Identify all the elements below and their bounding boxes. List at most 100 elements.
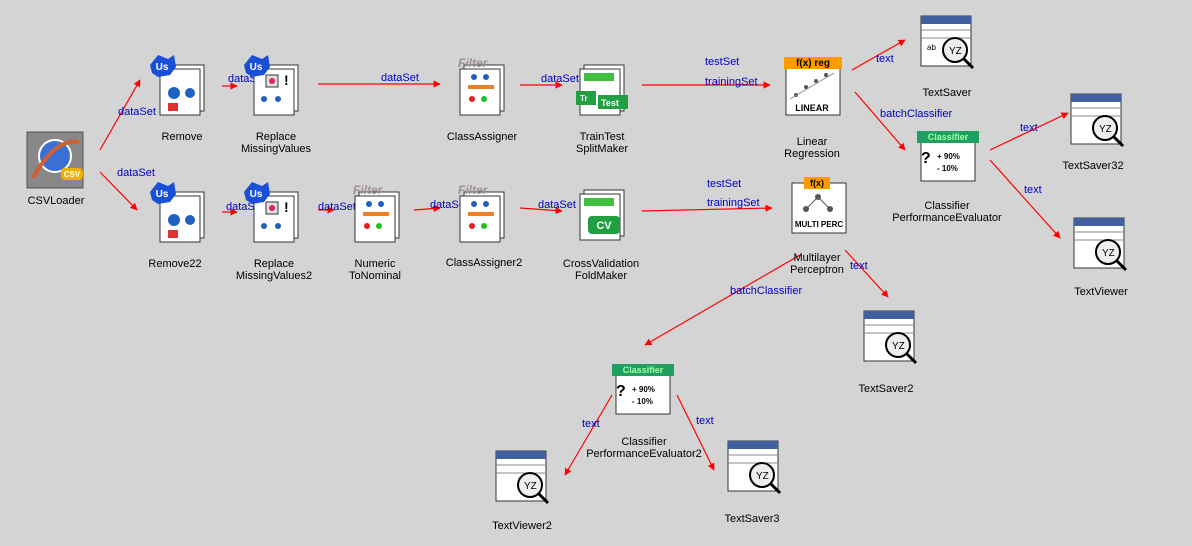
- svg-text:Us: Us: [156, 62, 169, 73]
- svg-text:YZ: YZ: [756, 471, 769, 482]
- svg-text:ab: ab: [927, 43, 936, 52]
- svg-text:YZ: YZ: [1099, 124, 1112, 135]
- svg-text:YZ: YZ: [524, 481, 537, 492]
- text-saver-icon: YZ: [1070, 93, 1125, 148]
- text-saver-node[interactable]: YZ: [858, 305, 922, 369]
- remove-node[interactable]: Us: [150, 55, 214, 119]
- node-label: TextViewer2: [492, 520, 552, 532]
- svg-text:f(x) reg: f(x) reg: [796, 58, 830, 69]
- numeric-to-nominal-node[interactable]: Filter: [345, 182, 409, 246]
- node-label: TextSaver3: [724, 513, 780, 525]
- remove-node[interactable]: Us: [150, 182, 214, 246]
- linear-regression-icon: f(x) reg LINEAR: [784, 57, 842, 116]
- csv-loader-node[interactable]: CSV: [23, 128, 87, 192]
- svg-text:+ 90%: + 90%: [937, 152, 960, 161]
- svg-text:CSV: CSV: [64, 170, 81, 179]
- svg-text:- 10%: - 10%: [937, 164, 958, 173]
- cross-validation-node[interactable]: CV: [570, 180, 634, 244]
- text-viewer-node[interactable]: YZ: [490, 445, 554, 509]
- node-label: Remove: [161, 131, 203, 143]
- svg-text:LINEAR: LINEAR: [795, 103, 829, 113]
- svg-text:?: ?: [616, 383, 626, 400]
- remove-filter-icon: Us: [150, 55, 205, 116]
- edge-label: testSet: [705, 56, 740, 68]
- svg-text:Us: Us: [250, 62, 263, 73]
- svg-text:Filter: Filter: [458, 183, 489, 197]
- edge-label: dataSet: [318, 201, 356, 213]
- svg-text:- 10%: - 10%: [632, 397, 653, 406]
- replace-missing-node[interactable]: ! Us: [244, 55, 308, 119]
- edge-label: dataSet: [381, 72, 419, 84]
- svg-text:Us: Us: [250, 189, 263, 200]
- node-label: Classifier PerformanceEvaluator2: [586, 436, 702, 460]
- node-label: TrainTest SplitMaker: [576, 131, 628, 155]
- edge-classassigner2-crossval: [519, 206, 563, 215]
- node-label: ClassAssigner: [446, 131, 518, 143]
- text-saver-icon: ab YZ: [920, 15, 975, 70]
- svg-text:Filter: Filter: [458, 56, 489, 70]
- node-label: TextSaver32: [1062, 160, 1124, 172]
- classifier-evaluator-node[interactable]: Classifier ? + 90% - 10%: [610, 358, 674, 422]
- cross-validation-icon: CV: [579, 189, 625, 241]
- classifier-evaluator-node[interactable]: Classifier ? + 90% - 10%: [915, 125, 979, 189]
- edge-label: dataSet: [430, 199, 468, 211]
- svg-text:YZ: YZ: [949, 46, 962, 57]
- node-label: Remove22: [148, 258, 202, 270]
- classifier-evaluator-icon: Classifier ? + 90% - 10%: [917, 131, 979, 182]
- edge-label: batchClassifier: [880, 108, 953, 120]
- edge-label: dataSet: [541, 73, 579, 85]
- svg-text:Tr: Tr: [580, 94, 588, 103]
- edge-label: dataSet: [118, 106, 156, 118]
- csv-loader-icon: CSV: [26, 131, 84, 189]
- train-test-icon: Tr Test: [576, 64, 628, 116]
- filter-icon: Filter: [458, 56, 505, 116]
- node-label: TextViewer: [1074, 286, 1128, 298]
- edge-linreg-cpe: [854, 91, 906, 151]
- text-saver-node[interactable]: ab YZ: [915, 10, 979, 74]
- edge-cpe-textviewer: [989, 159, 1061, 239]
- text-saver-node[interactable]: YZ: [722, 435, 786, 499]
- class-assigner-node[interactable]: Filter: [450, 182, 514, 246]
- node-label: Numeric ToNominal: [349, 258, 401, 282]
- edge-label: text: [876, 53, 894, 65]
- edge-label: trainingSet: [705, 76, 758, 88]
- edge-label: text: [1024, 184, 1042, 196]
- node-label: Replace MissingValues: [240, 131, 312, 155]
- edge-cpe2-textviewer2: [564, 394, 613, 476]
- replace-missing-node[interactable]: ! Us: [244, 182, 308, 246]
- train-test-node[interactable]: Tr Test: [570, 55, 634, 119]
- node-label: CSVLoader: [27, 195, 85, 207]
- edge-label: text: [582, 418, 600, 430]
- node-label: TextSaver: [922, 87, 972, 99]
- node-label: TextSaver2: [858, 383, 914, 395]
- edge-csv-remove22: [99, 171, 138, 211]
- edge-label: trainingSet: [707, 197, 760, 209]
- node-label: Linear Regression: [784, 136, 840, 160]
- edge-linreg-textsaver: [851, 39, 906, 71]
- svg-text:Classifier: Classifier: [928, 132, 969, 142]
- edge-label: text: [1020, 122, 1038, 134]
- svg-text:!: !: [284, 199, 289, 215]
- multilayer-perceptron-icon: f(x) MULTI PERC: [791, 177, 847, 234]
- remove-filter-icon: Us: [150, 182, 205, 243]
- edge-cpe-textsaver32: [989, 112, 1069, 151]
- text-saver-node[interactable]: YZ: [1065, 88, 1129, 152]
- replace-missing-icon: ! Us: [244, 55, 299, 116]
- multilayer-perceptron-node[interactable]: f(x) MULTI PERC: [786, 175, 850, 239]
- text-viewer-icon: YZ: [1073, 217, 1128, 272]
- edge-label: dataSet: [538, 199, 576, 211]
- node-label: Classifier PerformanceEvaluator: [892, 200, 1002, 224]
- svg-text:!: !: [284, 72, 289, 88]
- classifier-evaluator-icon: Classifier ? + 90% - 10%: [612, 364, 674, 415]
- svg-text:CV: CV: [596, 220, 612, 232]
- filter-icon: Filter: [353, 183, 400, 243]
- edge-label: batchClassifier: [730, 285, 803, 297]
- linear-regression-node[interactable]: f(x) reg LINEAR: [780, 55, 844, 119]
- text-viewer-node[interactable]: YZ: [1068, 212, 1132, 276]
- edge-label: text: [696, 415, 714, 427]
- svg-text:MULTI PERC: MULTI PERC: [795, 220, 844, 229]
- class-assigner-node[interactable]: Filter: [450, 55, 514, 119]
- edge-label: text: [850, 260, 868, 272]
